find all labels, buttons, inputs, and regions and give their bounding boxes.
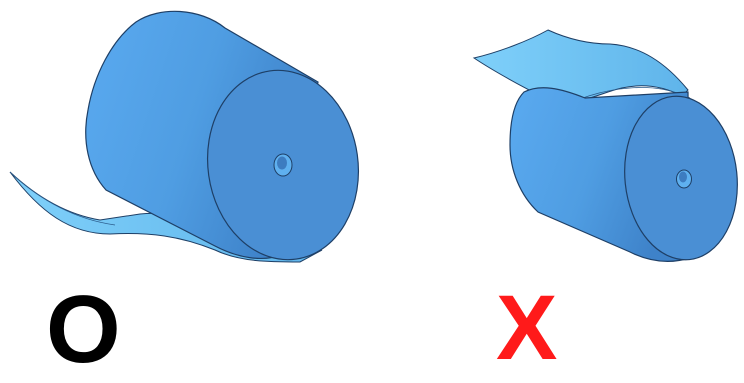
roll-orientation-diagram <box>9 10 738 263</box>
correct-roll-illustration <box>9 10 360 263</box>
incorrect-mark-x: X <box>496 277 558 379</box>
correct-mark-o: O <box>46 276 121 383</box>
incorrect-roll-illustration <box>472 29 738 262</box>
